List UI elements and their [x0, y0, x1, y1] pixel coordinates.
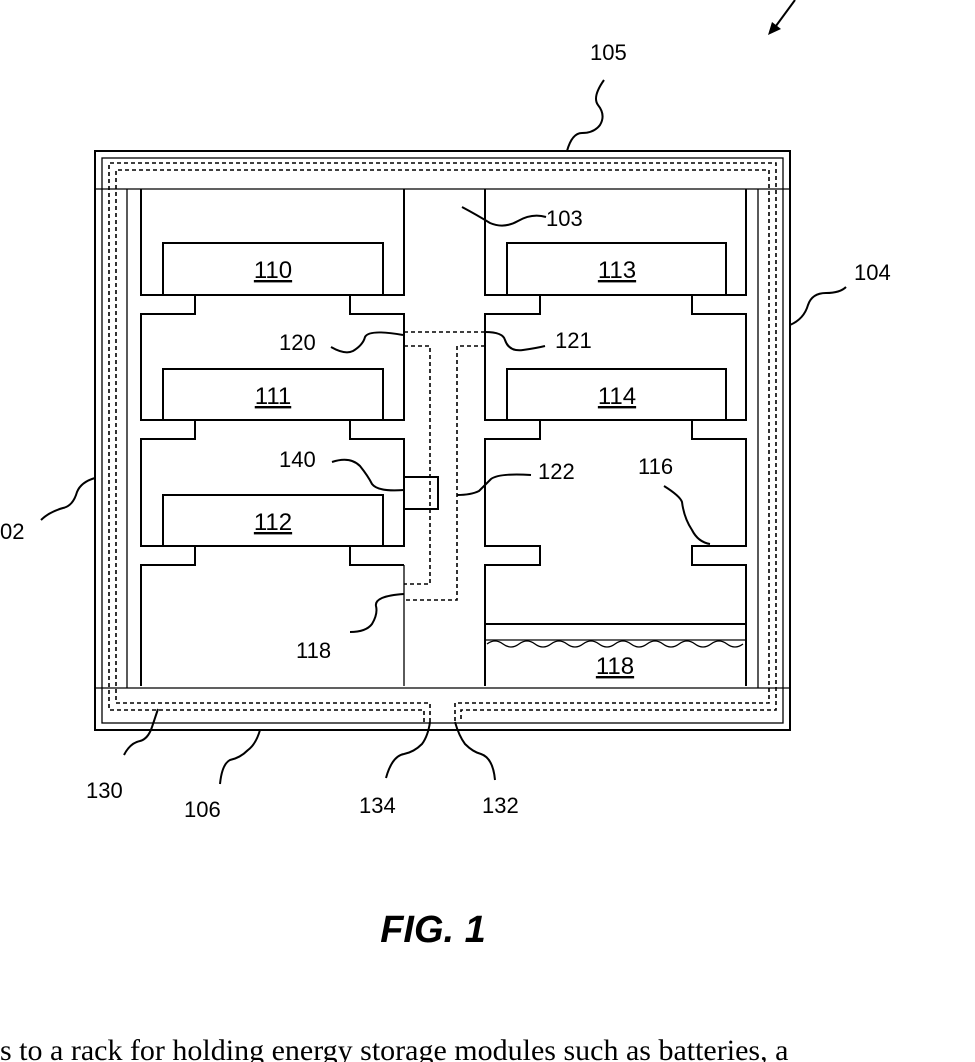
ref-label-104: 104 [854, 260, 891, 285]
figure-pointer-arrow [768, 0, 795, 35]
ref-label-116: 116 [638, 454, 673, 479]
ref-label-106: 106 [184, 797, 221, 822]
module-112-label: 112 [254, 509, 292, 536]
ref-label-134: 134 [359, 793, 396, 818]
ref-label-122: 122 [538, 459, 575, 484]
outer-enclosure [95, 151, 790, 730]
module-113-label: 113 [598, 257, 636, 284]
ref-label-120: 120 [279, 330, 316, 355]
cooling-duct-dashed [116, 170, 769, 722]
ref-label-103: 103 [546, 206, 583, 231]
ref-label-130: 130 [86, 778, 123, 803]
body-text-line: s to a rack for holding energy storage m… [0, 1034, 788, 1062]
module-111-label: 111 [255, 383, 291, 410]
ref-label-105: 105 [590, 40, 627, 65]
ref-label-121: 121 [555, 328, 592, 353]
dashed-line-121 [404, 346, 485, 600]
module-110-label: 110 [254, 257, 292, 284]
figure-caption: FIG. 1 [380, 909, 486, 951]
component-140-box [404, 477, 438, 509]
module-114-label: 114 [598, 383, 636, 410]
ref-label-140: 140 [279, 447, 316, 472]
fluid-surface-wave [487, 641, 743, 647]
ref-label-132: 132 [482, 793, 519, 818]
module-118-label: 118 [596, 653, 634, 680]
ref-label-118: 118 [296, 638, 331, 663]
ref-label-102: 02 [0, 519, 24, 544]
dashed-line-120 [404, 332, 485, 584]
